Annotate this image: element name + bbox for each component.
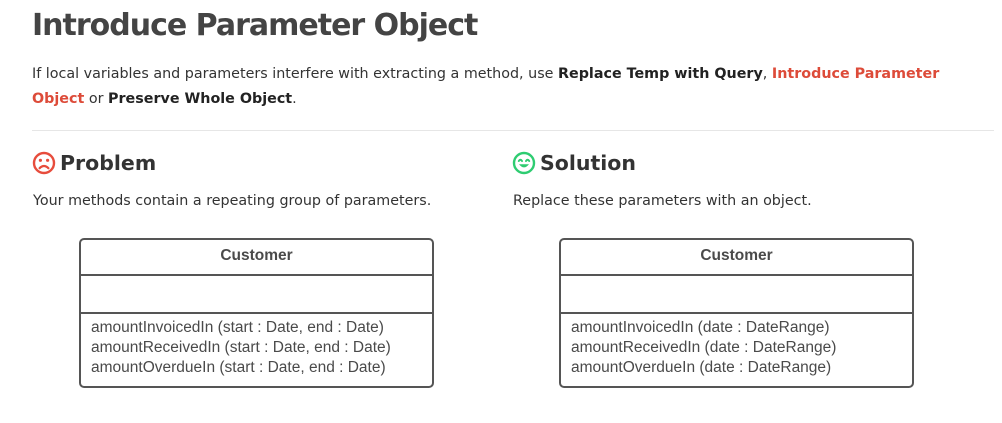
solution-description: Replace these parameters with an object. <box>513 193 812 209</box>
uml-method: amountOverdueIn (date : DateRange) <box>571 359 832 376</box>
replace-temp-link[interactable]: Replace Temp with Query <box>557 66 763 82</box>
sad-face-icon <box>32 151 56 175</box>
uml-method: amountInvoicedIn (start : Date, end : Da… <box>91 319 384 336</box>
uml-method: amountOverdueIn (start : Date, end : Dat… <box>91 359 386 376</box>
uml-attributes <box>81 276 432 314</box>
page-title: Introduce Parameter Object <box>32 8 478 43</box>
intro-text: If local variables and parameters interf… <box>32 66 558 82</box>
uml-method: amountReceivedIn (start : Date, end : Da… <box>91 339 391 356</box>
intro-paragraph: If local variables and parameters interf… <box>32 62 992 112</box>
problem-section: Problem Your methods contain a repeating… <box>32 148 431 209</box>
uml-class-name: Customer <box>81 240 432 276</box>
happy-face-icon <box>512 151 536 175</box>
solution-uml-diagram: Customer amountInvoicedIn (date : DateRa… <box>559 238 914 388</box>
preserve-whole-object-link[interactable]: Preserve Whole Object <box>108 91 293 107</box>
uml-class-name: Customer <box>561 240 912 276</box>
uml-method: amountInvoicedIn (date : DateRange) <box>571 319 830 336</box>
uml-attributes <box>561 276 912 314</box>
intro-separator: , <box>762 66 772 82</box>
solution-heading-row: Solution <box>512 148 636 178</box>
divider <box>32 130 994 131</box>
problem-description: Your methods contain a repeating group o… <box>33 193 432 209</box>
solution-section: Solution Replace these parameters with a… <box>512 148 812 209</box>
intro-separator: or <box>84 91 109 107</box>
problem-uml-diagram: Customer amountInvoicedIn (start : Date,… <box>79 238 434 388</box>
intro-end: . <box>292 91 297 107</box>
solution-heading: Solution <box>540 151 636 175</box>
uml-methods: amountInvoicedIn (start : Date, end : Da… <box>81 314 432 378</box>
problem-heading-row: Problem <box>32 148 156 178</box>
uml-methods: amountInvoicedIn (date : DateRange) amou… <box>561 314 912 378</box>
introduce-parameter-object-link[interactable]: Introduce Parameter Object <box>32 66 940 107</box>
problem-heading: Problem <box>60 151 157 175</box>
uml-method: amountReceivedIn (date : DateRange) <box>571 339 837 356</box>
